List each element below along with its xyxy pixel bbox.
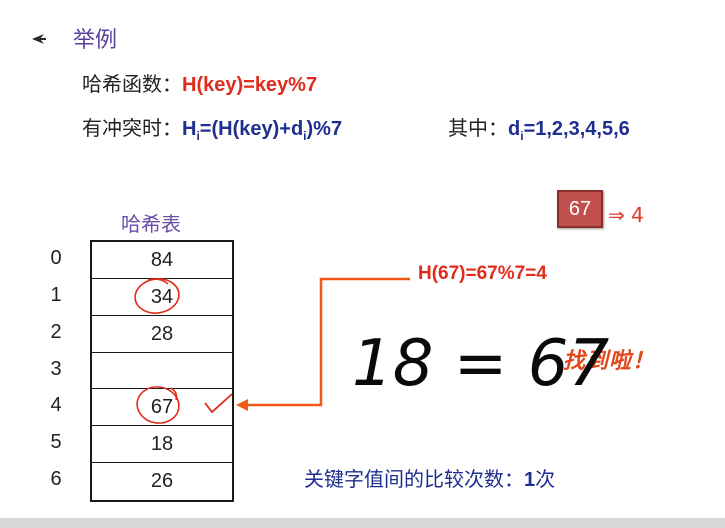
heading: 举例 [73,27,118,52]
hash-table: 84 34 28 67 18 26 [90,240,234,503]
hash-cell: 34 [92,279,232,316]
index-column: 0 1 2 3 4 5 6 [44,240,68,498]
index-label: 4 [50,394,62,417]
comparison-count: 关键字值间的比较次数：1次 [304,463,555,492]
hash-calculation: H(67)=67%7=4 [418,263,547,284]
collision-line: 有冲突时：Hi=(H(key)+di)%7 [82,112,342,143]
hash-cell: 67 [92,389,232,427]
bullet-arrow-icon [32,34,46,44]
index-label: 1 [50,283,62,306]
hash-function-label: 哈希函数： [82,74,182,96]
collision-label: 有冲突时： [82,118,182,140]
bottom-strip [0,518,725,528]
pointer-line [244,277,410,407]
search-key-box: 67 [557,190,603,228]
key-arrow-note: ⇒ 4 [608,203,644,227]
found-text: 找到啦！ [563,348,656,373]
pointer-arrowhead-icon [236,399,248,411]
where-label: 其中： [448,118,508,140]
index-label: 6 [50,468,62,491]
hash-cell: 84 [92,242,232,279]
where-values: di=1,2,3,4,5,6 [508,118,630,143]
comparison-count-value: 1 [524,469,536,491]
hash-function-formula: H(key)=key%7 [182,74,318,96]
hash-cell: 18 [92,426,232,464]
comparison-count-label: 关键字值间的比较次数： [304,469,524,491]
index-label: 2 [50,320,62,343]
hash-cell [92,353,232,390]
table-caption: 哈希表 [121,214,181,236]
hash-cell: 28 [92,316,232,353]
hash-function-line: 哈希函数：H(key)=key%7 [82,68,317,97]
where-clause: 其中：di=1,2,3,4,5,6 [448,112,630,143]
hash-cell: 26 [150,470,174,493]
collision-formula: Hi=(H(key)+di)%7 [182,118,343,143]
index-label: 5 [50,431,62,454]
index-label: 3 [50,357,62,380]
comparison-count-unit: 次 [535,469,556,491]
index-label: 0 [50,247,62,269]
